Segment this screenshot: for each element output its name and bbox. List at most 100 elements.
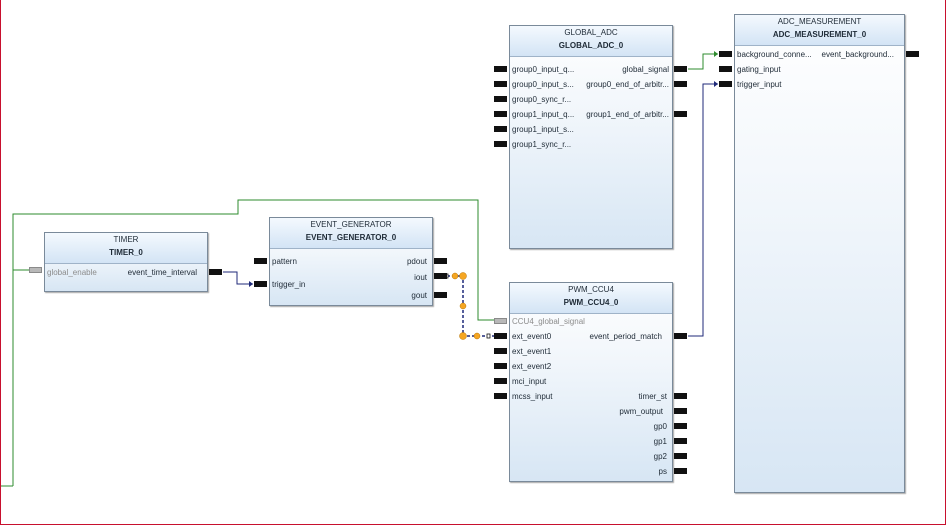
block-header: EVENT_GENERATOR EVENT_GENERATOR_0 xyxy=(270,218,432,249)
pin-label-mcss-input: mcss_input xyxy=(512,392,553,401)
pin-iout[interactable] xyxy=(434,273,447,279)
pin-gp0[interactable] xyxy=(674,423,687,429)
pin-label-event-period-match: event_period_match xyxy=(589,332,663,341)
selection-handle[interactable] xyxy=(459,272,467,280)
wire-global-adc-to-adc-measurement[interactable] xyxy=(688,53,718,70)
pin-label-global-signal: global_signal xyxy=(622,65,669,74)
pin-gp1[interactable] xyxy=(674,438,687,444)
block-header: ADC_MEASUREMENT ADC_MEASUREMENT_0 xyxy=(735,15,904,46)
pin-group0-input-q[interactable] xyxy=(494,66,507,72)
pin-ext-event2[interactable] xyxy=(494,363,507,369)
block-header: TIMER TIMER_0 xyxy=(45,233,207,264)
pin-gating-input[interactable] xyxy=(719,66,732,72)
arrowhead xyxy=(714,51,718,57)
pin-label-pwm-output: pwm_output xyxy=(619,407,663,416)
pin-group1-input-q[interactable] xyxy=(494,111,507,117)
block-instance: PWM_CCU4_0 xyxy=(563,298,619,307)
pin-label-group1-sync-r: group1_sync_r... xyxy=(512,140,572,149)
block-type: EVENT_GENERATOR xyxy=(310,220,392,229)
pin-label-gp0: gp0 xyxy=(653,422,667,431)
selection-endpoint xyxy=(486,333,491,339)
pin-label-group0-sync-r: group0_sync_r... xyxy=(512,95,572,104)
pin-label-group0-input-q: group0_input_q... xyxy=(512,65,575,74)
arrowhead xyxy=(714,81,718,87)
pin-pdout[interactable] xyxy=(434,258,447,264)
pin-label-group1-end-of-arbitr: group1_end_of_arbitr... xyxy=(586,110,669,119)
pin-event-background[interactable] xyxy=(906,51,919,57)
pin-event-time-interval[interactable] xyxy=(209,269,222,275)
wire-timer-to-event-generator[interactable] xyxy=(223,271,253,285)
wire-pwm-to-adc-trigger[interactable] xyxy=(688,83,718,337)
pin-gout[interactable] xyxy=(434,292,447,298)
pin-group0-sync-r[interactable] xyxy=(494,96,507,102)
pin-pwm-output[interactable] xyxy=(674,408,687,414)
pin-label-ext-event2: ext_event2 xyxy=(512,362,552,371)
pin-label-gp2: gp2 xyxy=(653,452,667,461)
pin-pattern[interactable] xyxy=(254,258,267,264)
block-global-adc[interactable]: GLOBAL_ADC GLOBAL_ADC_0 group0_input_q..… xyxy=(509,25,673,249)
pin-label-ext-event0: ext_event0 xyxy=(512,332,552,341)
pin-group1-input-s[interactable] xyxy=(494,126,507,132)
block-type: TIMER xyxy=(113,235,139,244)
pin-background-conne[interactable] xyxy=(719,51,732,57)
selection-handle[interactable] xyxy=(473,332,481,340)
block-header: PWM_CCU4 PWM_CCU4_0 xyxy=(510,283,672,314)
pin-label-pdout: pdout xyxy=(406,257,427,266)
pin-label-background-conne: background_conne... xyxy=(737,50,812,59)
block-type: GLOBAL_ADC xyxy=(564,28,618,37)
pin-group1-sync-r[interactable] xyxy=(494,141,507,147)
pin-label-gating-input: gating_input xyxy=(737,65,781,74)
pin-ccu4-global-signal[interactable] xyxy=(494,318,507,324)
pin-label-group0-end-of-arbitr: group0_end_of_arbitr... xyxy=(586,80,669,89)
pin-ext-event1[interactable] xyxy=(494,348,507,354)
block-type: PWM_CCU4 xyxy=(568,285,614,294)
block-instance: EVENT_GENERATOR_0 xyxy=(305,233,397,242)
pin-timer-st[interactable] xyxy=(674,393,687,399)
pin-label-ccu4-global-signal: CCU4_global_signal xyxy=(512,317,585,326)
pin-label-event-background: event_background... xyxy=(821,50,895,59)
pin-trigger-input[interactable] xyxy=(719,81,732,87)
pin-label-trigger-input: trigger_input xyxy=(737,80,782,89)
pin-group0-end-of-arbitr[interactable] xyxy=(674,81,687,87)
pin-label-group1-input-s: group1_input_s... xyxy=(512,125,574,134)
pin-label-ps: ps xyxy=(658,467,667,476)
selection-handle[interactable] xyxy=(459,302,467,310)
block-type: ADC_MEASUREMENT xyxy=(777,17,862,26)
block-instance: ADC_MEASUREMENT_0 xyxy=(772,30,867,39)
pin-trigger-in[interactable] xyxy=(254,281,267,287)
pin-label-mci-input: mci_input xyxy=(512,377,547,386)
pin-label-iout: iout xyxy=(414,273,427,282)
pin-global-signal[interactable] xyxy=(674,66,687,72)
block-instance: GLOBAL_ADC_0 xyxy=(558,41,624,50)
block-pwm-ccu4[interactable]: PWM_CCU4 PWM_CCU4_0 CCU4_global_signal e… xyxy=(509,282,673,482)
block-instance: TIMER_0 xyxy=(109,248,143,257)
block-event-generator[interactable]: EVENT_GENERATOR EVENT_GENERATOR_0 patter… xyxy=(269,217,433,306)
pin-label-trigger-in: trigger_in xyxy=(272,280,306,289)
pin-ps[interactable] xyxy=(674,468,687,474)
pin-label-ext-event1: ext_event1 xyxy=(512,347,552,356)
pin-label-pattern: pattern xyxy=(272,257,297,266)
pin-group1-end-of-arbitr[interactable] xyxy=(674,111,687,117)
pin-gp2[interactable] xyxy=(674,453,687,459)
pin-mcss-input[interactable] xyxy=(494,393,507,399)
block-header: GLOBAL_ADC GLOBAL_ADC_0 xyxy=(510,26,672,57)
pin-label-timer-st: timer_st xyxy=(638,392,667,401)
selection-handle[interactable] xyxy=(451,272,459,280)
block-timer[interactable]: TIMER TIMER_0 global_enable event_time_i… xyxy=(44,232,208,292)
pin-label-group1-input-q: group1_input_q... xyxy=(512,110,575,119)
pin-label-gp1: gp1 xyxy=(653,437,667,446)
wire-global-signal-to-pwm[interactable] xyxy=(12,199,495,486)
selection-handle[interactable] xyxy=(459,332,467,340)
pin-global-enable[interactable] xyxy=(29,267,42,273)
pin-label-group0-input-s: group0_input_s... xyxy=(512,80,574,89)
pin-group0-input-s[interactable] xyxy=(494,81,507,87)
pin-label-global-enable: global_enable xyxy=(47,268,97,277)
block-adc-measurement[interactable]: ADC_MEASUREMENT ADC_MEASUREMENT_0 backgr… xyxy=(734,14,905,493)
pin-label-gout: gout xyxy=(411,291,427,300)
pin-mci-input[interactable] xyxy=(494,378,507,384)
pin-ext-event0[interactable] xyxy=(494,333,507,339)
wire-event-generator-to-pwm-selected[interactable] xyxy=(447,275,495,337)
pin-event-period-match[interactable] xyxy=(674,333,687,339)
